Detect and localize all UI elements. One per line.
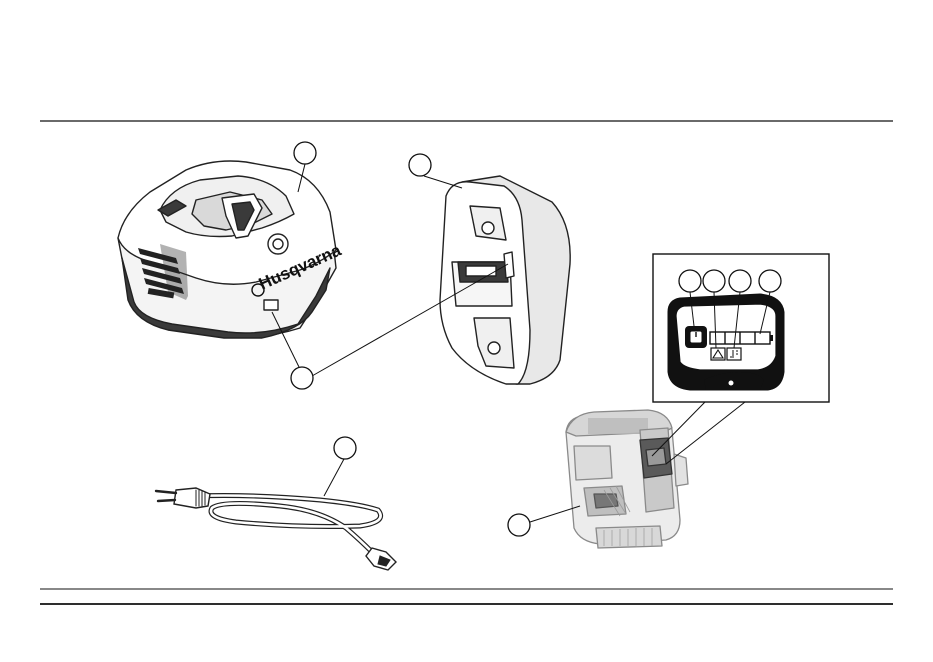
callout-circle-connector <box>291 367 313 389</box>
battery-icon <box>566 410 688 548</box>
callout-circle-charger <box>294 142 316 164</box>
callout-circle-panel-4 <box>759 270 781 292</box>
callout-circle-panel-2 <box>703 270 725 292</box>
callout-circle-wall-mount <box>409 154 431 176</box>
callout-circle-battery <box>508 514 530 536</box>
callout-circle-panel-1 <box>679 270 701 292</box>
charger-icon <box>118 161 336 338</box>
wall-mount-icon <box>440 176 570 384</box>
power-cord-icon <box>156 488 396 570</box>
callout-circle-panel-3 <box>729 270 751 292</box>
callout-circle-cord <box>334 437 356 459</box>
